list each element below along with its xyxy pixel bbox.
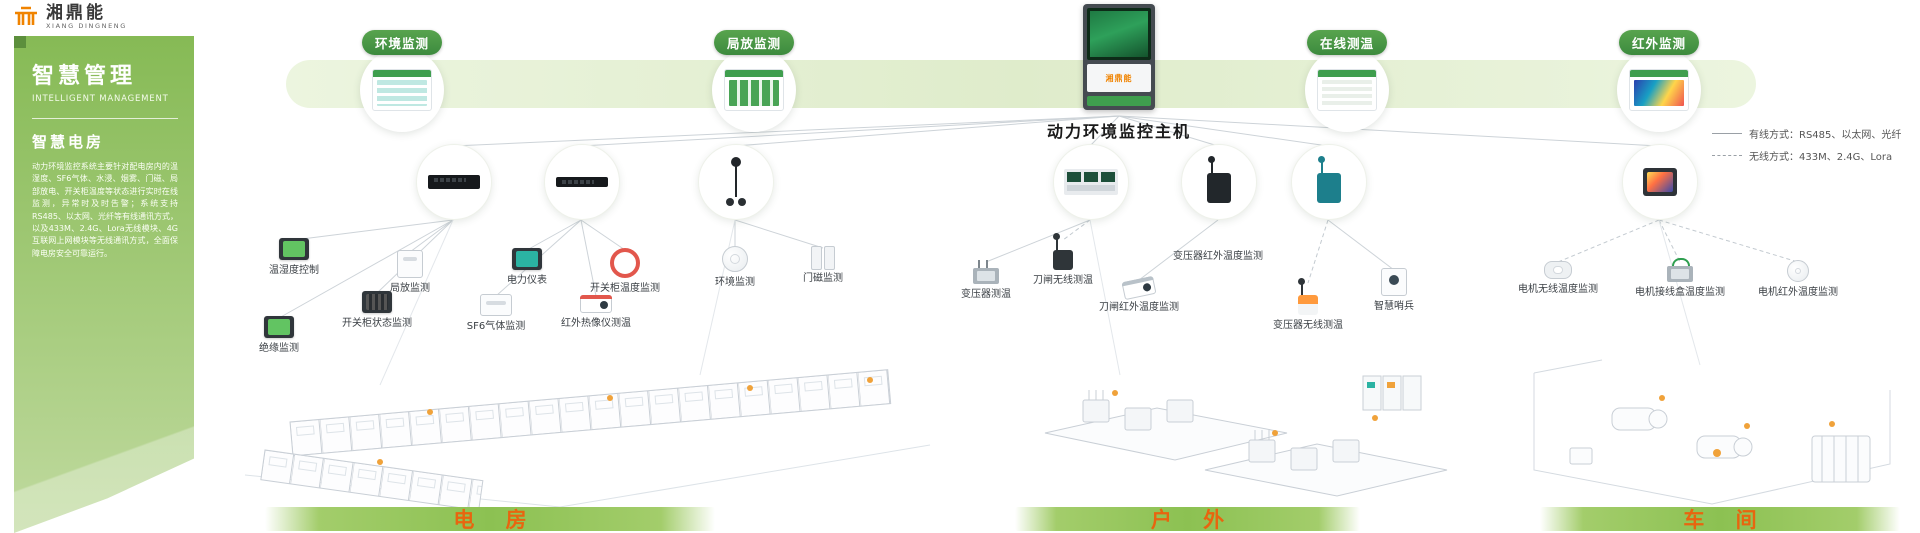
temp-dashboard-thumbnail: [1305, 48, 1389, 132]
device-ir-thermal-camera: 红外热像仪测温: [531, 294, 661, 331]
sidebar-band: 智慧管理 INTELLIGENT MANAGEMENT 智慧电房 动力环境监控系…: [14, 36, 194, 533]
device-temp-humidity-controller: 温湿度控制: [229, 238, 359, 278]
hub-pd-monitor-host: [416, 144, 492, 220]
device-motor-wireless-temp: 电机无线温度监测: [1493, 260, 1623, 297]
ir-camera-icon: [580, 295, 612, 313]
hub-wireless-receiver: [698, 144, 774, 220]
badge-label: 红外监测: [1618, 30, 1699, 55]
badge-label: 局放监测: [713, 30, 794, 55]
gas-sensor-icon: [480, 294, 512, 316]
device-insulation-monitor: 绝缘监测: [214, 316, 344, 356]
hub-multi-display-monitor: [1053, 144, 1129, 220]
sidebar-subtitle: INTELLIGENT MANAGEMENT: [32, 94, 169, 104]
rack-device-icon: [556, 177, 608, 187]
pd-sensor-icon: [397, 250, 423, 278]
device-sf6-gas-monitor: SF6气体监测: [431, 294, 561, 334]
host-screen: [1087, 8, 1151, 60]
badge-label: 环境监测: [361, 30, 442, 55]
temp-humidity-controller-icon: [279, 238, 309, 260]
brand-name-en: XIANG DINGNENG: [46, 22, 127, 31]
host-title: 动力环境监控主机: [1046, 122, 1192, 141]
legend-wireless-label: 无线方式：433M、2.4G、Lora: [1749, 152, 1893, 163]
motor-ring-sensor-icon: [1544, 261, 1572, 279]
wireless-line-icon: [1712, 155, 1742, 156]
device-transformer-wireless-temp: 变压器无线测温: [1243, 278, 1373, 333]
device-transformer-ir-monitor-label: 变压器红外温度监测: [1173, 251, 1263, 262]
env-dashboard-thumbnail: [360, 48, 444, 132]
host-cabinet-icon: 湘鼎能: [1083, 4, 1155, 110]
dome-sensor-icon: [722, 246, 748, 272]
power-room-illustration: [244, 369, 931, 510]
wireless-sensor-icon: [1053, 233, 1073, 270]
teal-antenna-box-icon: [1317, 156, 1341, 203]
badge-online-temperature: 在线测温: [1301, 30, 1393, 132]
device-smart-sentinel: 智慧哨兵: [1329, 268, 1459, 314]
badge-environment-monitoring: 环境监测: [356, 30, 448, 132]
antenna-pole-icon: [721, 157, 751, 205]
badge-infrared-monitoring: 红外监测: [1613, 30, 1705, 132]
legend-wired-label: 有线方式：RS485、以太网、光纤: [1749, 130, 1902, 141]
hub-wireless-gateway: [1291, 144, 1367, 220]
host-brand-label: 湘鼎能: [1087, 64, 1151, 92]
outdoor-illustration: [1044, 375, 1448, 497]
hub-data-collector: [544, 144, 620, 220]
multi-screen-device-icon: [1064, 169, 1118, 195]
device-junction-box-temp: 电机接线盒温度监测: [1615, 258, 1745, 300]
ir-thermal-image-icon: [1629, 69, 1689, 111]
round-ir-sensor-icon: [1787, 260, 1809, 282]
banner-power-room: 电 房: [265, 507, 715, 532]
sidebar-divider: [32, 118, 178, 119]
temp-ring-sensor-icon: [610, 248, 640, 278]
badge-partial-discharge-monitoring: 局放监测: [708, 30, 800, 132]
bullet-camera-icon: [1121, 275, 1157, 301]
device-motor-ir-temp: 电机红外温度监测: [1733, 260, 1863, 300]
top-category-band: [286, 60, 1756, 108]
brand-name: 湘鼎能: [46, 2, 106, 23]
sidebar-title: 智慧管理: [32, 64, 137, 89]
device-transformer-temp: 变压器测温: [921, 260, 1051, 302]
brand-logo: 湘鼎能 XIANG DINGNENG: [12, 3, 127, 31]
banner-outdoor: 户 外: [1015, 507, 1360, 532]
device-knife-switch-ir-monitor: 刀闸红外温度监测: [1074, 275, 1204, 315]
state-indicator-panel-icon: [362, 291, 392, 313]
pd-dashboard-icon: [724, 69, 784, 111]
wired-probe-sensor-icon: [1667, 258, 1693, 282]
power-meter-icon: [512, 248, 542, 270]
door-magnet-icon: [809, 246, 837, 270]
wired-line-icon: [1712, 133, 1742, 134]
sentinel-camera-icon: [1381, 268, 1407, 296]
temp-dashboard-icon: [1317, 69, 1377, 111]
sidebar-description: 动力环境监控系统主要针对配电房内的温湿度、SF6气体、水浸、烟雾、门磁、局部放电…: [32, 162, 178, 258]
thermal-display-icon: [1643, 168, 1677, 196]
hub-transformer-ir-device: [1181, 144, 1257, 220]
device-door-magnet: 门磁监测: [758, 246, 888, 286]
antenna-box-icon: [1207, 156, 1231, 203]
banner-workshop: 车 间: [1540, 507, 1900, 532]
probe-instrument-icon: [973, 260, 999, 284]
badge-label: 在线测温: [1306, 30, 1387, 55]
insulation-monitor-icon: [264, 316, 294, 338]
device-pd-sensor: 局放监测: [345, 250, 475, 296]
workshop-illustration: [1533, 359, 1891, 505]
rack-device-icon: [428, 175, 480, 189]
orange-wireless-sensor-icon: [1298, 278, 1318, 315]
sidebar-section-title: 智慧电房: [32, 133, 105, 151]
env-dashboard-icon: [372, 69, 432, 111]
monitoring-host: 湘鼎能 动力环境监控主机: [1047, 4, 1189, 141]
host-footer-strip: [1087, 96, 1151, 106]
legend: 有线方式：RS485、以太网、光纤 无线方式：433M、2.4G、Lora: [1712, 126, 1901, 170]
brand-logo-icon: [15, 6, 37, 25]
pd-dashboard-thumbnail: [712, 48, 796, 132]
ir-dashboard-thumbnail: [1617, 48, 1701, 132]
hub-thermal-display: [1622, 144, 1698, 220]
